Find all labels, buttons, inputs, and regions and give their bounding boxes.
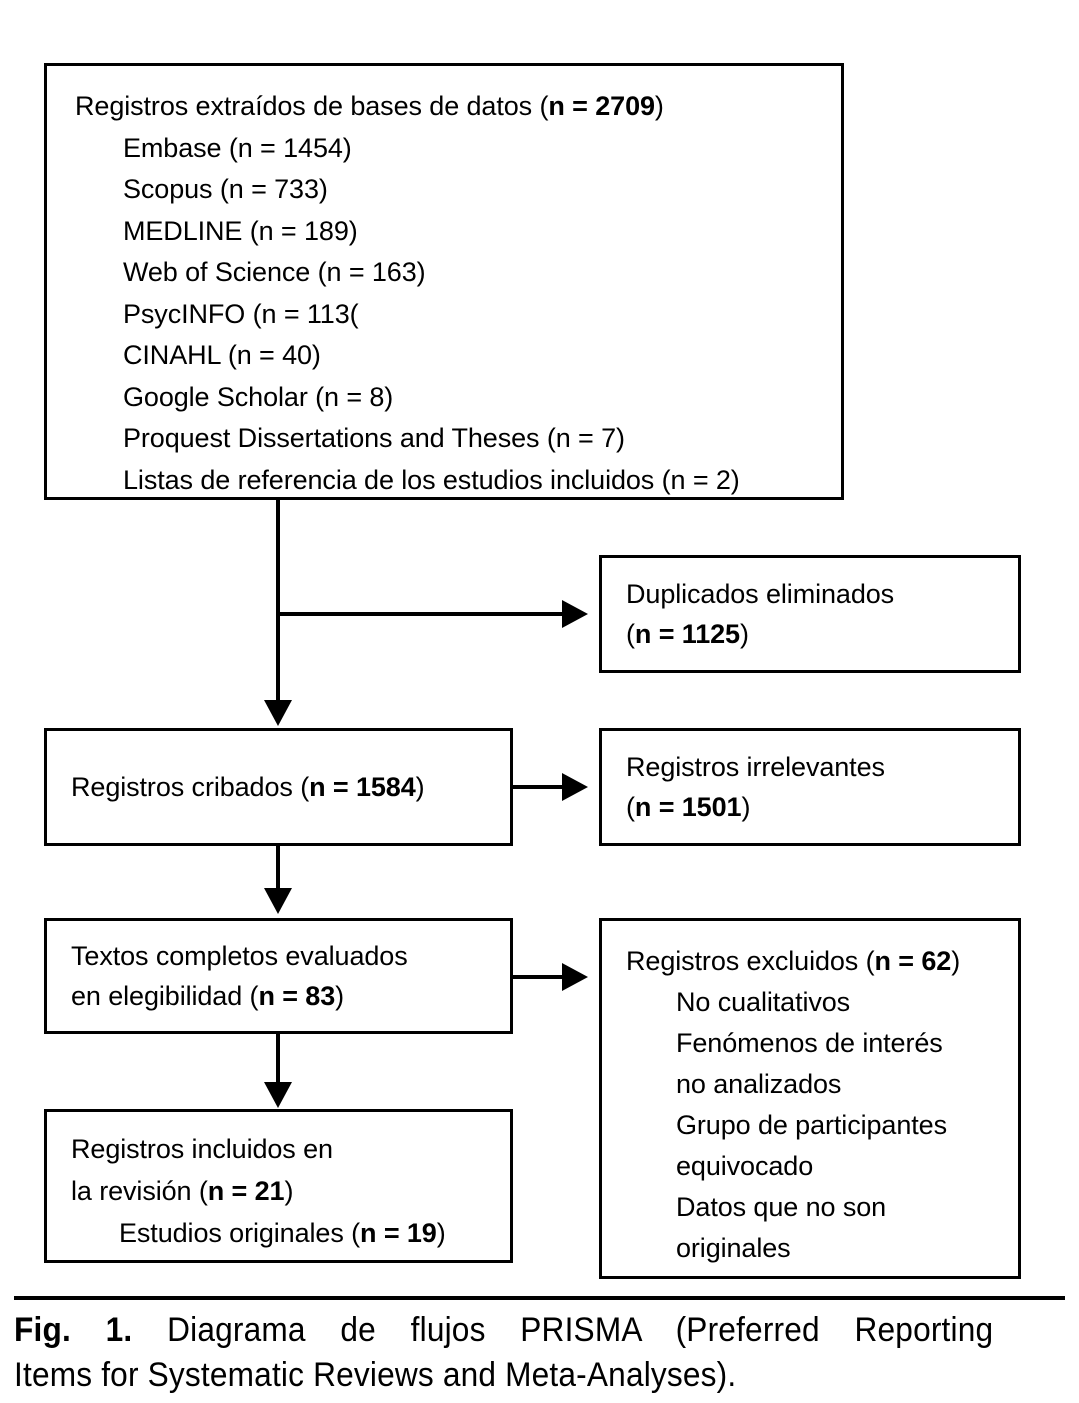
arrowhead-right-excluded — [562, 963, 588, 991]
arrowhead-right-irrelevant — [562, 773, 588, 801]
connector-screened-to-irrelevant — [513, 785, 565, 789]
box-records-identified: Registros extraídos de bases de datos (n… — [44, 63, 844, 500]
fulltext-count: en elegibilidad (n = 83) — [71, 981, 345, 1011]
box-fulltext-assessed: Textos completos evaluados en elegibilid… — [44, 918, 513, 1034]
excluded-reason: Grupo de participantes — [676, 1110, 947, 1140]
figure-label: Fig. 1. — [14, 1311, 133, 1349]
caption-text-line-1: Diagrama de flujos PRISMA (Preferred Rep… — [167, 1311, 994, 1349]
sources-item: PsycINFO (n = 113( — [123, 298, 359, 329]
irrelevant-label: Registros irrelevantes — [626, 752, 885, 782]
arrowhead-down-screened — [264, 700, 292, 726]
figure-caption: Fig. 1. Diagrama de flujos PRISMA (Prefe… — [14, 1308, 993, 1398]
sources-item: Proquest Dissertations and Theses (n = 7… — [123, 423, 625, 453]
caption-divider — [14, 1296, 1065, 1300]
box-records-irrelevant: Registros irrelevantes (n = 1501) — [599, 728, 1021, 846]
box-duplicates-removed: Duplicados eliminados (n = 1125) — [599, 555, 1021, 673]
duplicates-count: (n = 1125) — [626, 619, 749, 649]
box-records-excluded: Registros excluidos (n = 62) No cualitat… — [599, 918, 1021, 1279]
excluded-reason: No cualitativos — [676, 987, 851, 1017]
arrowhead-down-included — [264, 1082, 292, 1108]
excluded-reason: equivocado — [676, 1151, 814, 1181]
excluded-reason: no analizados — [676, 1069, 842, 1099]
connector-fulltext-to-included — [276, 1034, 280, 1084]
sources-item: CINAHL (n = 40) — [123, 340, 321, 370]
sources-item: Listas de referencia de los estudios inc… — [123, 464, 740, 495]
sources-item: Google Scholar (n = 8) — [123, 381, 394, 412]
connector-sources-to-duplicates — [276, 612, 564, 616]
excluded-reason: Datos que no son — [676, 1192, 887, 1222]
sources-title: Registros extraídos de bases de datos (n… — [75, 91, 664, 121]
box-records-screened: Registros cribados (n = 1584) — [44, 728, 513, 846]
box-studies-included: Registros incluidos en la revisión (n = … — [44, 1109, 513, 1263]
fulltext-label: Textos completos evaluados — [71, 941, 408, 971]
included-count: la revisión (n = 21) — [71, 1176, 294, 1206]
excluded-reason: originales — [676, 1233, 791, 1263]
excluded-title: Registros excluidos (n = 62) — [626, 946, 961, 976]
connector-screened-to-fulltext — [276, 846, 280, 890]
screened-label: Registros cribados (n = 1584) — [71, 772, 425, 802]
sources-item: MEDLINE (n = 189) — [123, 215, 358, 246]
included-label: Registros incluidos en — [71, 1134, 333, 1164]
duplicates-label: Duplicados eliminados — [626, 579, 895, 609]
sources-item: Web of Science (n = 163) — [123, 257, 426, 287]
irrelevant-count: (n = 1501) — [626, 792, 751, 822]
sources-item: Embase (n = 1454) — [123, 132, 352, 163]
arrowhead-right-duplicates — [562, 600, 588, 628]
connector-sources-to-screened — [276, 500, 280, 703]
caption-text-line-2: Items for Systematic Reviews and Meta-An… — [14, 1356, 737, 1394]
included-original-studies: Estudios originales (n = 19) — [119, 1218, 446, 1248]
sources-item: Scopus (n = 733) — [123, 174, 328, 204]
connector-fulltext-to-excluded — [513, 975, 565, 979]
arrowhead-down-fulltext — [264, 888, 292, 914]
excluded-reason: Fenómenos de interés — [676, 1028, 943, 1058]
